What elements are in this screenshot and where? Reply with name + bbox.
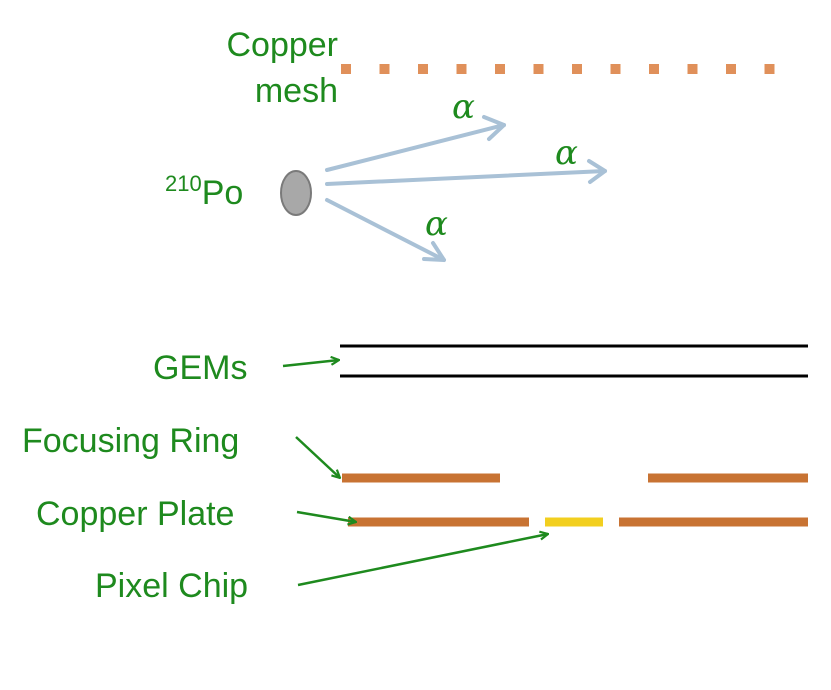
alpha-tracks — [325, 115, 607, 262]
mesh-dot — [341, 64, 351, 74]
alpha-label-middle: α — [555, 133, 578, 173]
mesh-dot — [687, 64, 698, 74]
mesh-dot — [456, 64, 467, 74]
mesh-dot — [572, 64, 582, 74]
mesh-dot — [649, 64, 659, 74]
gems-label: GEMs — [153, 349, 248, 387]
copper-mesh-label-line2: mesh — [254, 72, 338, 110]
copper-mesh-label: Copper mesh — [200, 28, 338, 108]
mesh-dot — [726, 64, 736, 74]
copper-plate-label: Copper Plate — [36, 495, 235, 533]
alpha-label-upper: α — [452, 87, 475, 127]
po210-element: Po — [201, 174, 244, 212]
mesh-dot — [418, 64, 428, 74]
copper-plate-pointer-arrow — [296, 510, 356, 522]
po210-label: 210Po — [165, 173, 244, 212]
mesh-dot — [533, 64, 544, 74]
focusing-ring-pointer-arrow — [295, 436, 340, 478]
pixel-chip-pointer-arrow — [297, 534, 548, 587]
alpha-label-lower: α — [425, 204, 448, 244]
mesh-dot — [610, 64, 621, 74]
copper-mesh-label-line1: Copper — [226, 26, 338, 64]
alpha-track-lower — [325, 198, 446, 262]
mesh-dot — [764, 64, 775, 74]
mesh-dot — [379, 64, 390, 74]
po210-mass-number: 210 — [165, 171, 202, 196]
copper-mesh — [341, 64, 775, 74]
alpha-track-upper — [325, 115, 506, 172]
gems-pointer-arrow — [282, 360, 339, 368]
focusing-ring-label: Focusing Ring — [22, 422, 240, 460]
gems — [340, 344, 808, 378]
mesh-dot — [495, 64, 505, 74]
pointer-arrows — [282, 360, 548, 587]
po210-source — [280, 170, 312, 216]
pixel-chip-label: Pixel Chip — [95, 567, 249, 605]
alpha-track-middle — [325, 159, 607, 186]
